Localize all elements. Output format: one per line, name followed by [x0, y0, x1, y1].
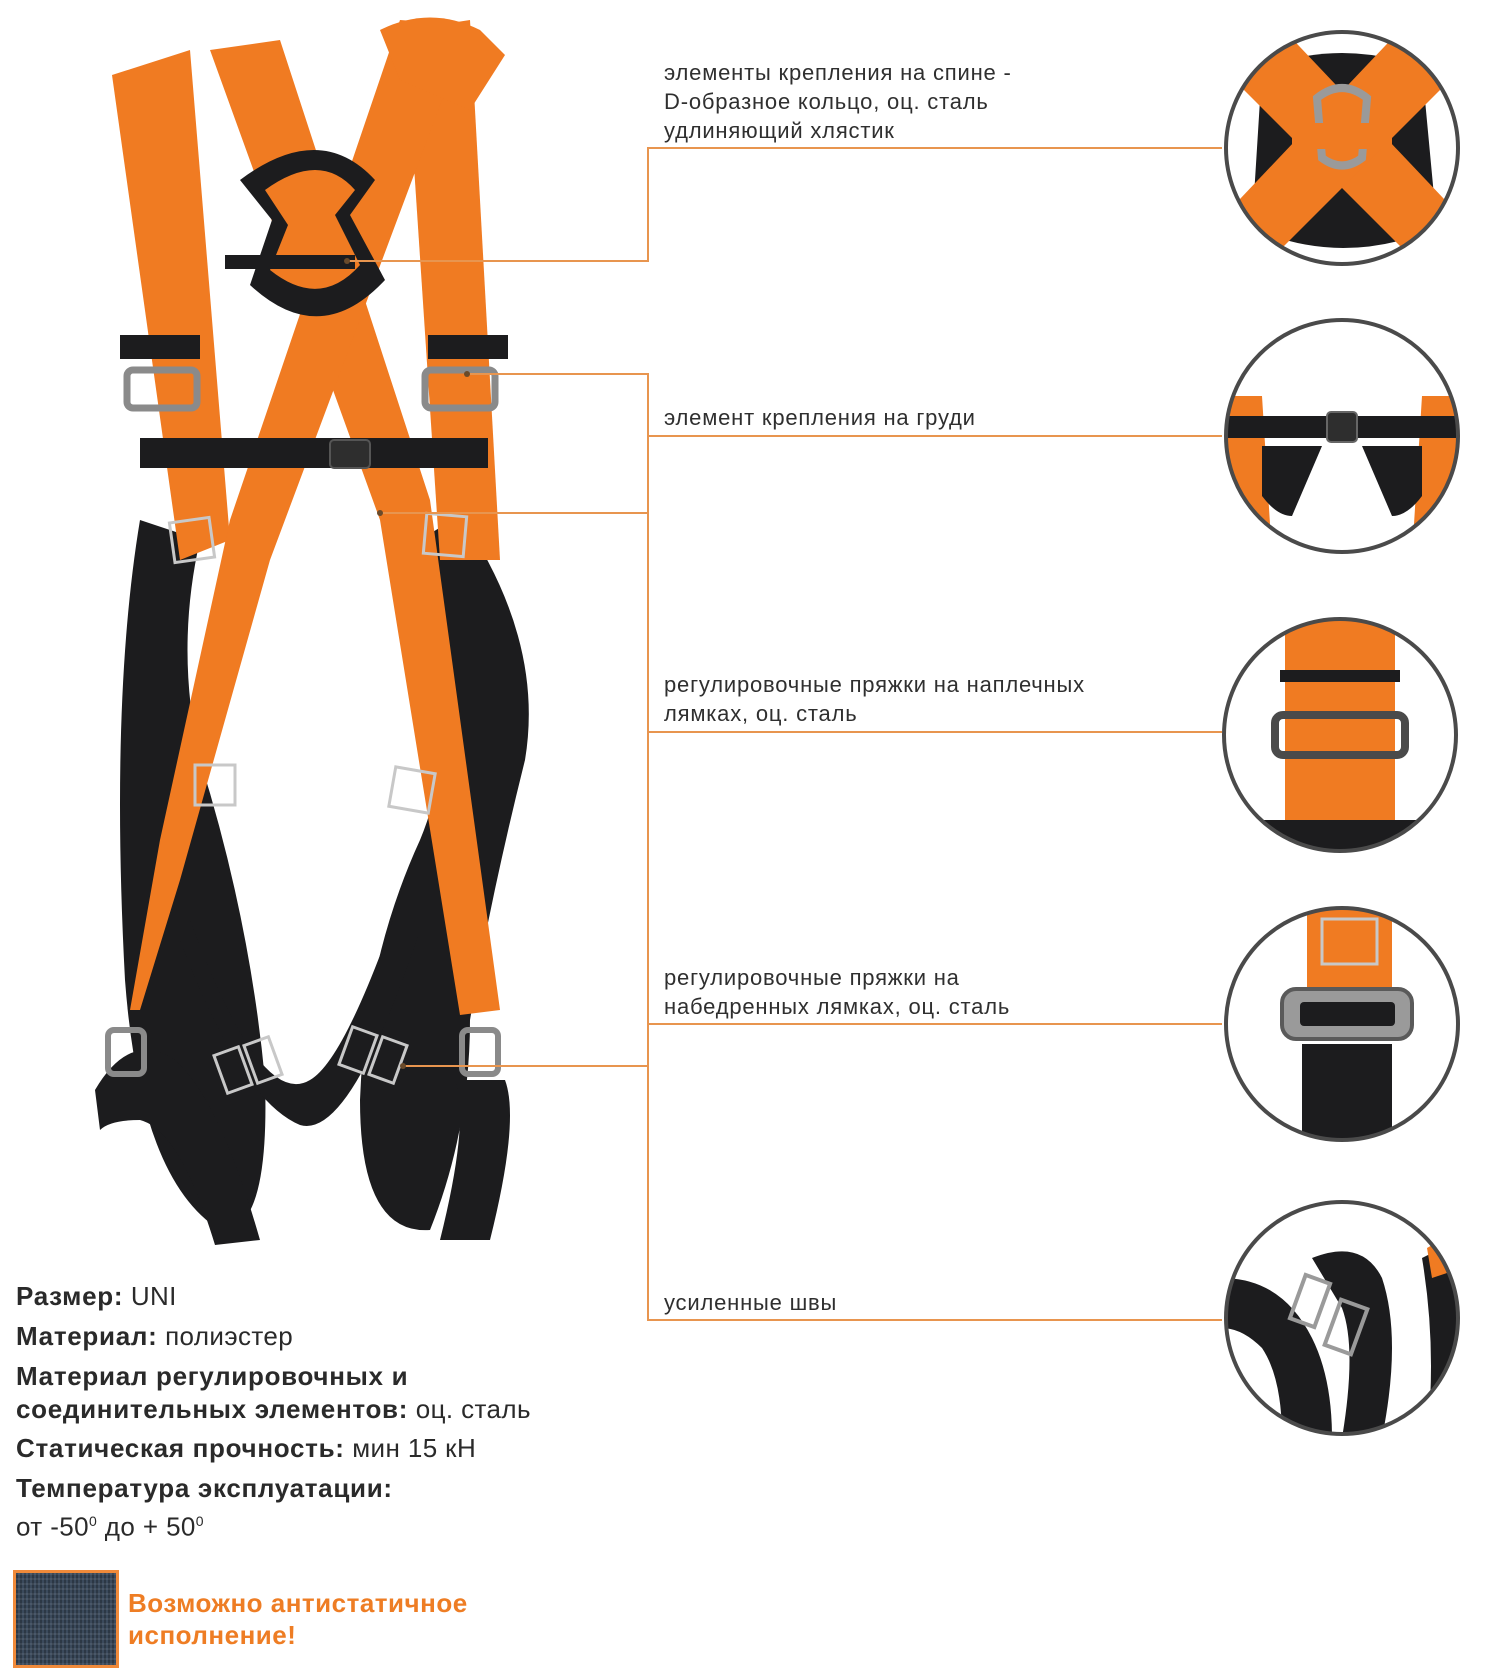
spec-size-value: UNI — [130, 1281, 177, 1311]
spec-fittings-label-2: соединительных элементов: — [16, 1394, 409, 1424]
detail-circle-thigh-buckle — [1224, 906, 1460, 1142]
spec-temperature: Температура эксплуатации: от -500 до + 5… — [16, 1472, 393, 1544]
callout-thigh-line-1: регулировочные пряжки на — [664, 965, 960, 990]
right-thigh-loop — [440, 1080, 510, 1240]
callout-shoulder-buckles: регулировочные пряжки на наплечных лямка… — [664, 670, 1085, 728]
spec-fittings-value: оц. сталь — [415, 1394, 531, 1424]
promo-line-1: Возможно антистатичное — [128, 1588, 468, 1618]
spec-temp-label: Температура эксплуатации: — [16, 1473, 393, 1503]
detail-circle-shoulder-buckle — [1222, 617, 1458, 853]
degree-mark-1: 0 — [89, 1513, 98, 1529]
detail-circle-seams — [1224, 1200, 1460, 1436]
top-strap — [380, 17, 505, 110]
spec-size-label: Размер: — [16, 1281, 124, 1311]
callout-back-line-1: элементы крепления на спине - — [664, 60, 1012, 85]
spec-strength: Статическая прочность: мин 15 кН — [16, 1432, 476, 1465]
chest-buckle — [329, 439, 371, 469]
harness-image — [95, 17, 529, 1245]
antistatic-promo: Возможно антистатичное исполнение! — [128, 1587, 468, 1651]
callout-back-line-2: D-образное кольцо, оц. сталь — [664, 89, 989, 114]
spec-temp-from: от -50 — [16, 1511, 89, 1542]
spec-temp-to: до + 50 — [97, 1511, 196, 1542]
spec-strength-value: мин 15 кН — [352, 1433, 477, 1463]
right-thigh-buckle — [459, 1027, 501, 1077]
left-thigh-loop — [95, 1050, 260, 1245]
spec-material-value: полиэстер — [165, 1321, 294, 1351]
callout-chest-line-1: элемент крепления на груди — [664, 405, 976, 430]
left-thigh-buckle — [105, 1027, 147, 1077]
detail-circle-chest — [1224, 318, 1460, 554]
crotch-strap — [180, 900, 420, 1126]
callout-back-line-3: удлиняющий хлястик — [664, 118, 895, 143]
right-shoulder-strap — [405, 20, 500, 560]
callout-seams-line-1: усиленные швы — [664, 1290, 838, 1315]
promo-line-2: исполнение! — [128, 1620, 297, 1650]
spec-material: Материал: полиэстер — [16, 1320, 293, 1353]
callout-thigh-buckles: регулировочные пряжки на набедренных лям… — [664, 963, 1010, 1021]
spec-material-label: Материал: — [16, 1321, 158, 1351]
callout-back-dring: элементы крепления на спине - D-образное… — [664, 58, 1012, 145]
spec-strength-label: Статическая прочность: — [16, 1433, 345, 1463]
callout-seams: усиленные швы — [664, 1288, 837, 1317]
callout-shoulder-line-2: лямках, оц. сталь — [664, 701, 858, 726]
detail-circle-back — [1224, 30, 1460, 266]
spec-temp-value: от -500 до + 500 — [16, 1505, 393, 1544]
left-shoulder-buckle — [123, 366, 201, 412]
spec-fittings-label-1: Материал регулировочных и — [16, 1361, 409, 1391]
right-shoulder-buckle — [421, 366, 499, 412]
callout-shoulder-line-1: регулировочные пряжки на наплечных — [664, 672, 1085, 697]
cross-strap-b — [130, 20, 470, 1010]
antistatic-fabric-swatch — [13, 1570, 119, 1668]
chest-strap — [140, 438, 488, 468]
spec-fittings: Материал регулировочных и соединительных… — [16, 1360, 531, 1426]
callout-chest: элемент крепления на груди — [664, 403, 976, 432]
degree-mark-2: 0 — [195, 1513, 204, 1529]
spec-size: Размер: UNI — [16, 1280, 177, 1313]
callout-thigh-line-2: набедренных лямках, оц. сталь — [664, 994, 1011, 1019]
left-shoulder-strap — [112, 50, 230, 560]
